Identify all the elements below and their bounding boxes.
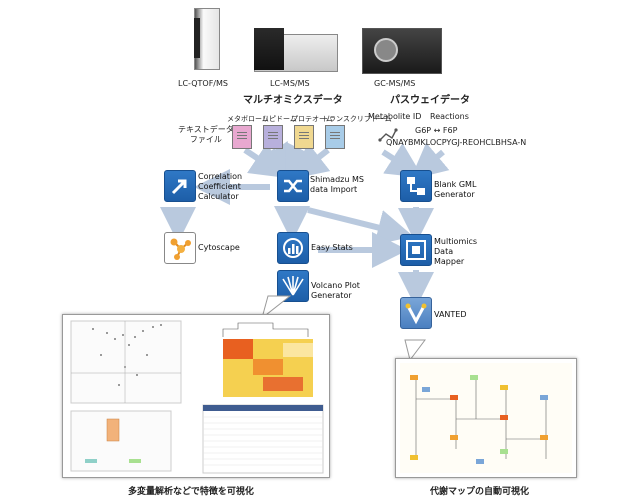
metabolite-id-label: Metabolite ID: [368, 112, 422, 121]
multiomics-mapper-node-icon[interactable]: [400, 234, 432, 266]
mapper-icon: [406, 240, 426, 260]
instrument-label: LC-MS/MS: [270, 79, 310, 88]
reaction-text: G6P ↔ F6P: [415, 126, 458, 135]
file-label-transcriptome: トランスクリプトーム: [322, 115, 392, 123]
correlation-node-label: Correlation Coefficient Calculator: [198, 172, 243, 201]
molecule-icon: [378, 128, 398, 142]
id-string: QNAYBMKLOCPYGJ-REOHCLBHSA-N: [386, 138, 527, 147]
shuffle-icon: [284, 179, 302, 193]
pathway-title: パスウェイデータ: [390, 95, 470, 106]
left-caption: 多変量解析などで特徴を可視化: [128, 487, 254, 497]
vanted-node-icon[interactable]: [400, 297, 432, 329]
easy-stats-node-label: Easy Stats: [311, 243, 353, 252]
arrow-group: [160, 140, 450, 308]
instrument-lc-msms: [254, 28, 338, 72]
file-label-metabolome: メタボローム: [227, 115, 269, 123]
file-doc-icon: [294, 125, 314, 149]
flowchart-icon: [407, 177, 425, 195]
instrument-label: GC-MS/MS: [374, 79, 416, 88]
file-label-lipidome: リピドーム: [262, 115, 297, 123]
multiomics-title: マルチオミクスデータ: [243, 95, 343, 106]
cytoscape-node-label: Cytoscape: [198, 243, 240, 252]
file-label-proteome: プロテオーム: [291, 115, 333, 123]
network-icon: [170, 238, 191, 260]
vanted-node-label: VANTED: [434, 310, 467, 319]
shimadzu-node-label: Shimadzu MS data Import: [310, 175, 364, 194]
instrument-label: LC-QTOF/MS: [178, 79, 228, 88]
easy-stats-node-icon[interactable]: [277, 232, 309, 264]
shimadzu-node-icon[interactable]: [277, 170, 309, 202]
file-doc-icon: [232, 125, 252, 149]
heatmap-thumbnail: [222, 322, 313, 397]
stats-results-thumbnail: [70, 320, 324, 474]
reactions-label: Reactions: [430, 112, 469, 121]
pathway-map-thumbnail: [400, 363, 572, 473]
blank-gml-node-label: Blank GML Generator: [434, 180, 477, 199]
cytoscape-node-icon[interactable]: [164, 232, 196, 264]
instrument-gc-msms: [362, 28, 442, 74]
multiomics-mapper-node-label: Multiomics Data Mapper: [434, 237, 478, 266]
right-caption: 代謝マップの自動可視化: [430, 487, 530, 497]
volcano-node-label: Volcano Plot Generator: [311, 281, 360, 300]
blank-gml-node-icon[interactable]: [400, 170, 432, 202]
stats-results-panel: [62, 314, 330, 478]
file-doc-icon: [325, 125, 345, 149]
instrument-lc-qtof: [186, 8, 226, 70]
arrow-up-right-icon: [171, 179, 187, 195]
volcano-fan-icon: [282, 276, 304, 296]
file-doc-icon: [263, 125, 283, 149]
text-file-label: テキストデータ ファイル: [178, 125, 234, 144]
stats-chart-icon: [283, 238, 303, 258]
correlation-node-icon[interactable]: [164, 170, 196, 202]
vanted-logo-icon: [405, 303, 427, 325]
pathway-map-panel: [395, 358, 577, 478]
